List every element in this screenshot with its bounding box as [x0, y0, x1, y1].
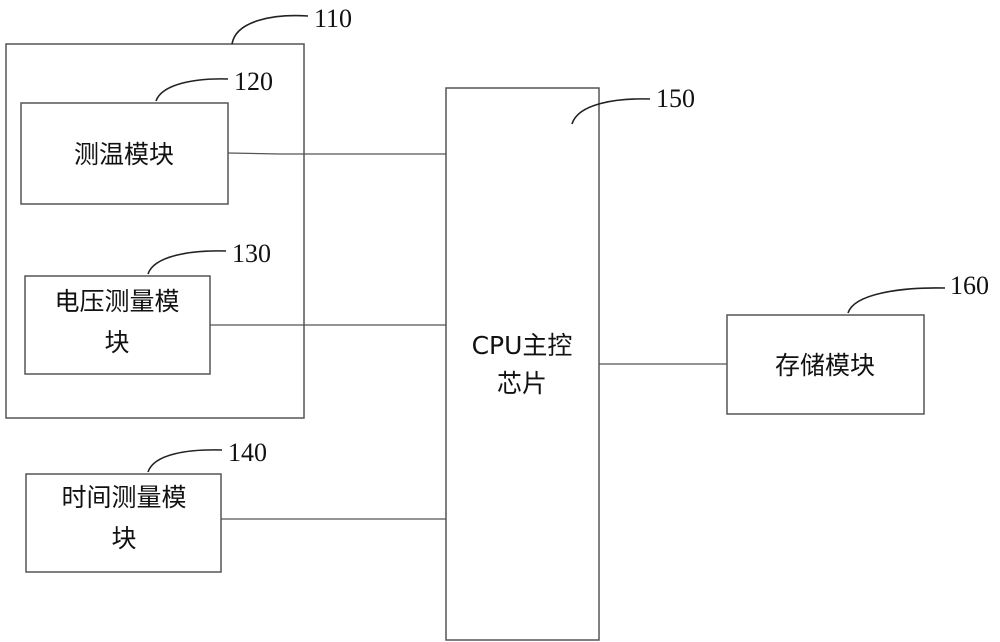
cpu-chip-label-line2: 芯片 [497, 369, 547, 398]
temperature-module-box [20, 102, 229, 205]
storage-module-label: 存储模块 [775, 351, 875, 380]
time-module-box [25, 473, 222, 573]
ref-160: 160 [950, 271, 989, 300]
leader-120 [155, 78, 229, 102]
time-module-label-line2: 块 [111, 524, 136, 553]
voltage-module-label-line2: 块 [104, 328, 129, 357]
ref-130: 130 [232, 239, 271, 268]
cpu-chip-box [445, 87, 600, 641]
ref-110: 110 [314, 4, 352, 33]
leader-130 [147, 250, 227, 275]
temperature-module-label: 测温模块 [74, 140, 174, 169]
cpu-chip-label-line1: CPU主控 [472, 331, 573, 360]
storage-module-box [726, 314, 925, 415]
voltage-module-box [24, 275, 211, 375]
leader-160 [847, 287, 946, 314]
leader-140 [147, 449, 223, 473]
wire-temperature-to-cpu [227, 152, 446, 155]
voltage-module-label-line1: 电压测量模 [54, 287, 179, 316]
ref-140: 140 [228, 438, 267, 467]
leader-110 [231, 14, 309, 45]
ref-120: 120 [234, 67, 273, 96]
time-module-label-line1: 时间测量模 [61, 483, 186, 512]
ref-150: 150 [656, 84, 695, 113]
leader-150 [571, 98, 651, 125]
